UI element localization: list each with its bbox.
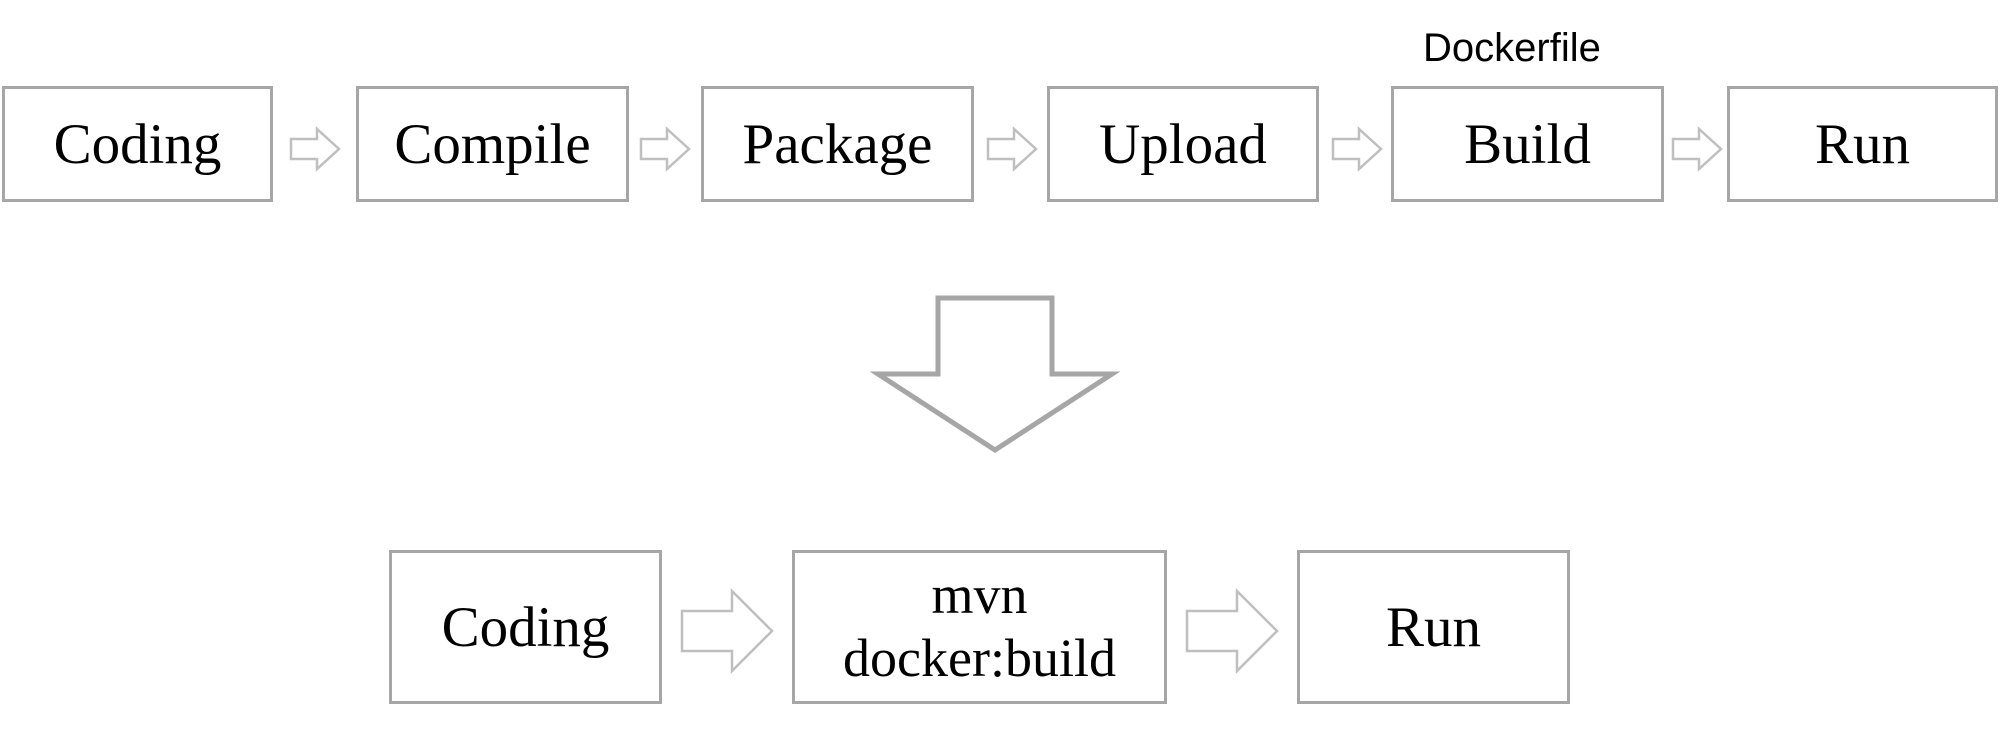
- step-run-label: Run: [1385, 595, 1482, 659]
- right-arrow-icon: [680, 587, 774, 675]
- step-build-label: Build: [1464, 112, 1591, 176]
- step-compile-box: Compile: [356, 86, 629, 202]
- step-coding-label: Coding: [53, 112, 222, 176]
- right-arrow-icon: [986, 126, 1038, 172]
- right-arrow-icon: [639, 126, 691, 172]
- step-compile-label: Compile: [394, 112, 591, 176]
- step-build-box: Build: [1391, 86, 1664, 202]
- step-mvn-label: mvn: [931, 564, 1028, 625]
- right-arrow-icon: [289, 126, 341, 172]
- step-run-box: Run: [1727, 86, 1998, 202]
- step-coding-box: Coding: [2, 86, 273, 202]
- step-package-label: Package: [742, 112, 933, 176]
- step-coding-label: Coding: [441, 595, 610, 659]
- right-arrow-icon: [1185, 587, 1279, 675]
- step-mvn-docker-build-box: mvn docker:build: [792, 550, 1167, 704]
- right-arrow-icon: [1331, 126, 1383, 172]
- step-docker-build-label: docker:build: [843, 628, 1116, 688]
- dockerfile-annotation: Dockerfile: [1423, 26, 1601, 70]
- step-coding-box: Coding: [389, 550, 662, 704]
- step-package-box: Package: [701, 86, 974, 202]
- step-run-label: Run: [1814, 112, 1911, 176]
- down-arrow-icon: [869, 295, 1121, 453]
- step-upload-label: Upload: [1099, 112, 1267, 176]
- right-arrow-icon: [1671, 126, 1723, 172]
- step-run-box: Run: [1297, 550, 1570, 704]
- step-upload-box: Upload: [1047, 86, 1319, 202]
